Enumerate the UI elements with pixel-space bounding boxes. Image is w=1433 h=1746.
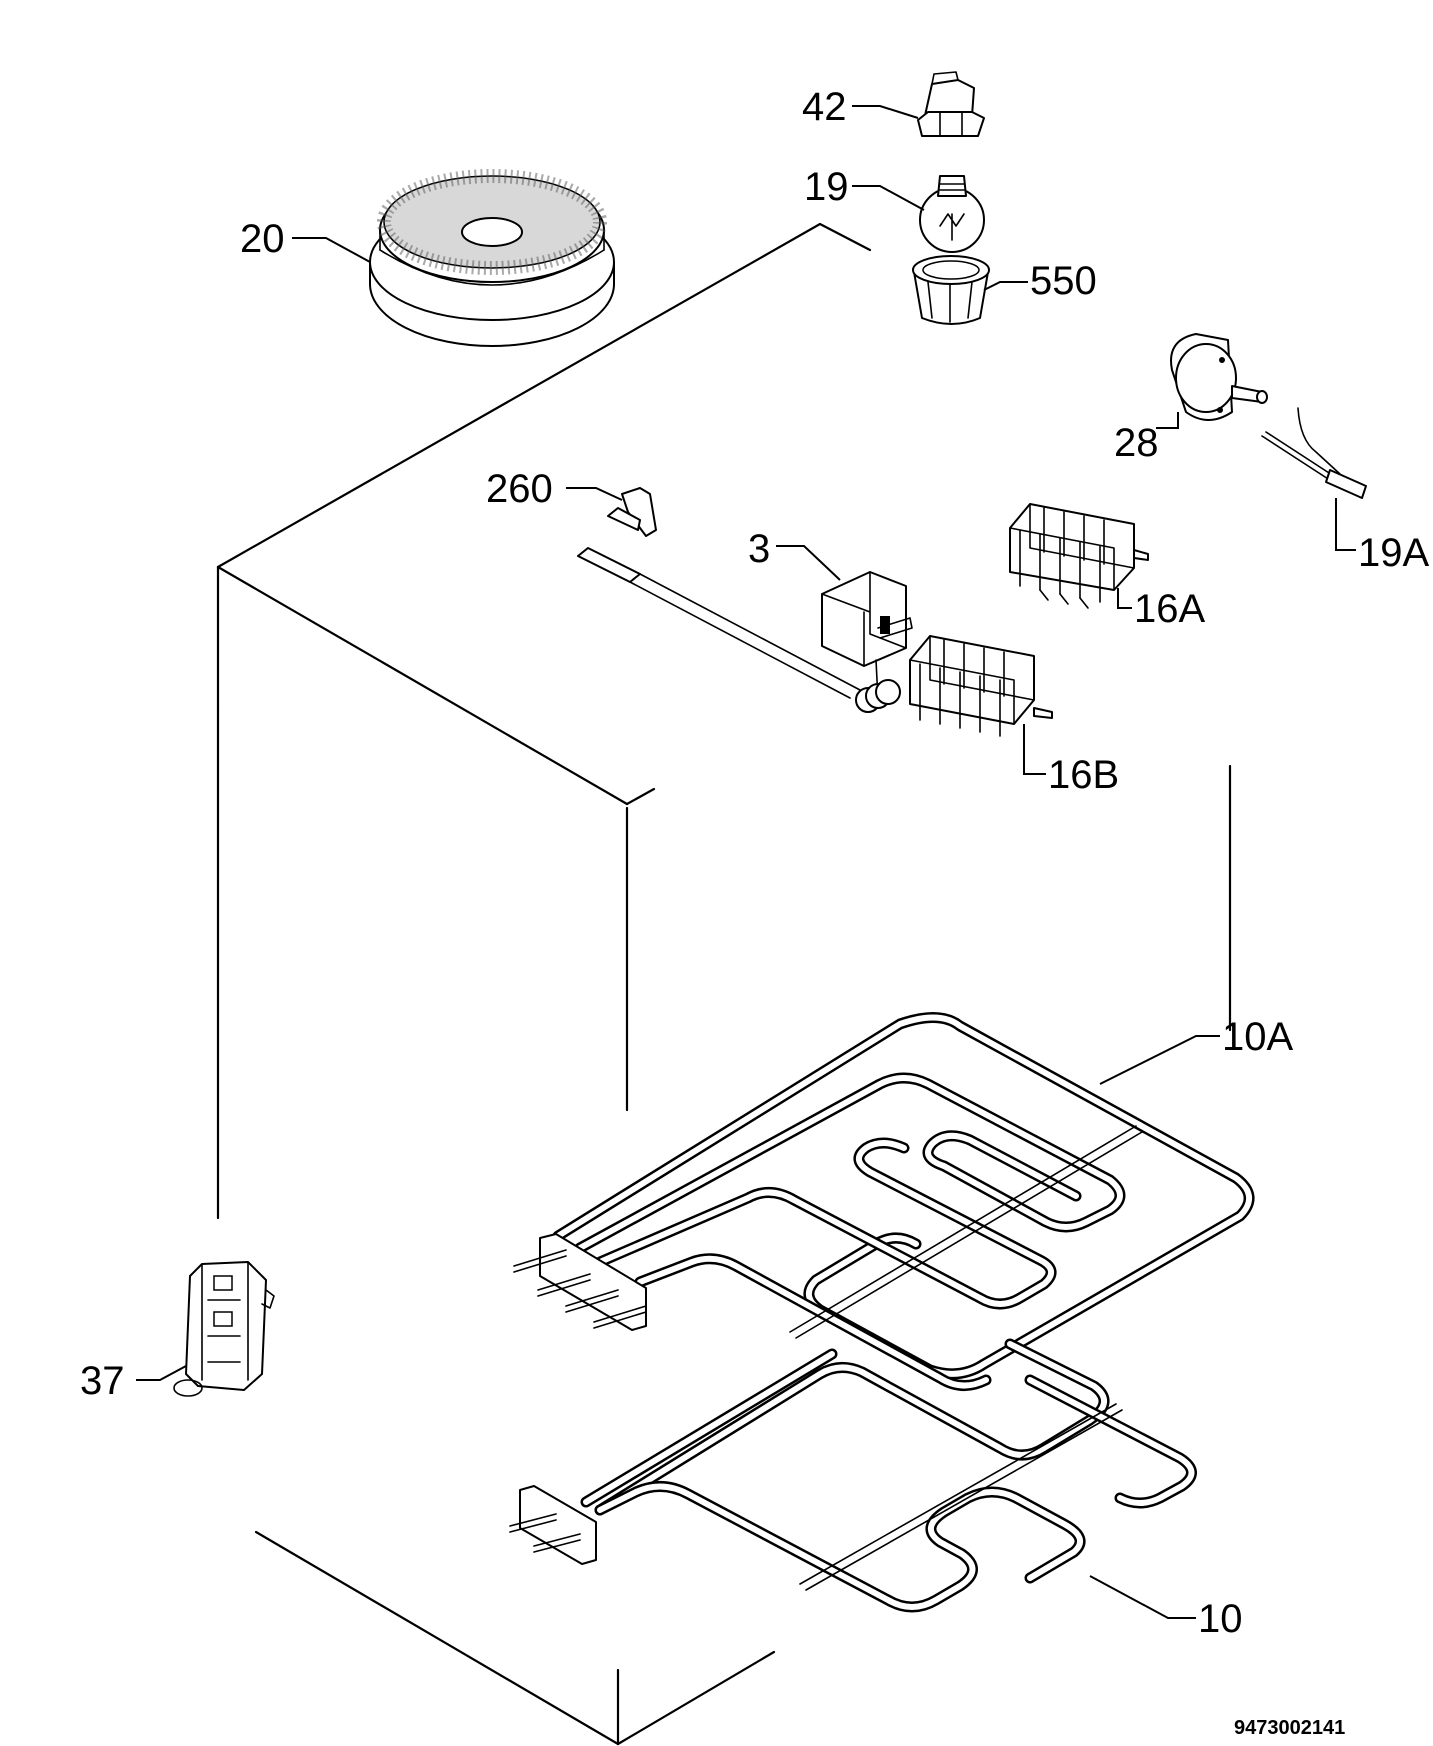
label-42: 42: [802, 85, 847, 129]
label-19a: 19A: [1358, 531, 1429, 575]
sensor-probe-part: [1261, 407, 1367, 499]
capillary-thermostat-part: [577, 547, 913, 713]
label-37: 37: [80, 1359, 125, 1403]
label-20: 20: [240, 217, 285, 261]
leader-lines: [136, 105, 1356, 1619]
label-10: 10: [1198, 1597, 1243, 1641]
terminal-block-part: [173, 1261, 275, 1397]
hotplate-part: [369, 169, 615, 347]
selector-switch-16b-part: [909, 635, 1053, 737]
label-550: 550: [1030, 259, 1097, 303]
grill-element-10a-part: [513, 1011, 1255, 1391]
cabinet-outline: [216, 222, 1232, 1746]
clip-part: [607, 487, 657, 537]
thermostat-knob-part: [1170, 333, 1268, 421]
lamp-glass-part: [912, 255, 990, 325]
label-3: 3: [748, 527, 770, 571]
diagram-code: 9473002141: [1234, 1717, 1345, 1739]
lamp-holder-part: [917, 71, 985, 137]
selector-switch-16a-part: [1009, 503, 1149, 609]
lamp-bulb-part: [919, 175, 985, 253]
label-19: 19: [804, 165, 849, 209]
label-10a: 10A: [1222, 1015, 1293, 1059]
oven-element-10-part: [509, 1338, 1197, 1613]
label-16a: 16A: [1134, 587, 1205, 631]
label-260: 260: [486, 467, 553, 511]
part-labels: 42 19 20 550 28 260 3 19A 16A 16B 10A 37…: [80, 85, 1429, 1739]
label-28: 28: [1114, 421, 1159, 465]
label-16b: 16B: [1048, 753, 1119, 797]
